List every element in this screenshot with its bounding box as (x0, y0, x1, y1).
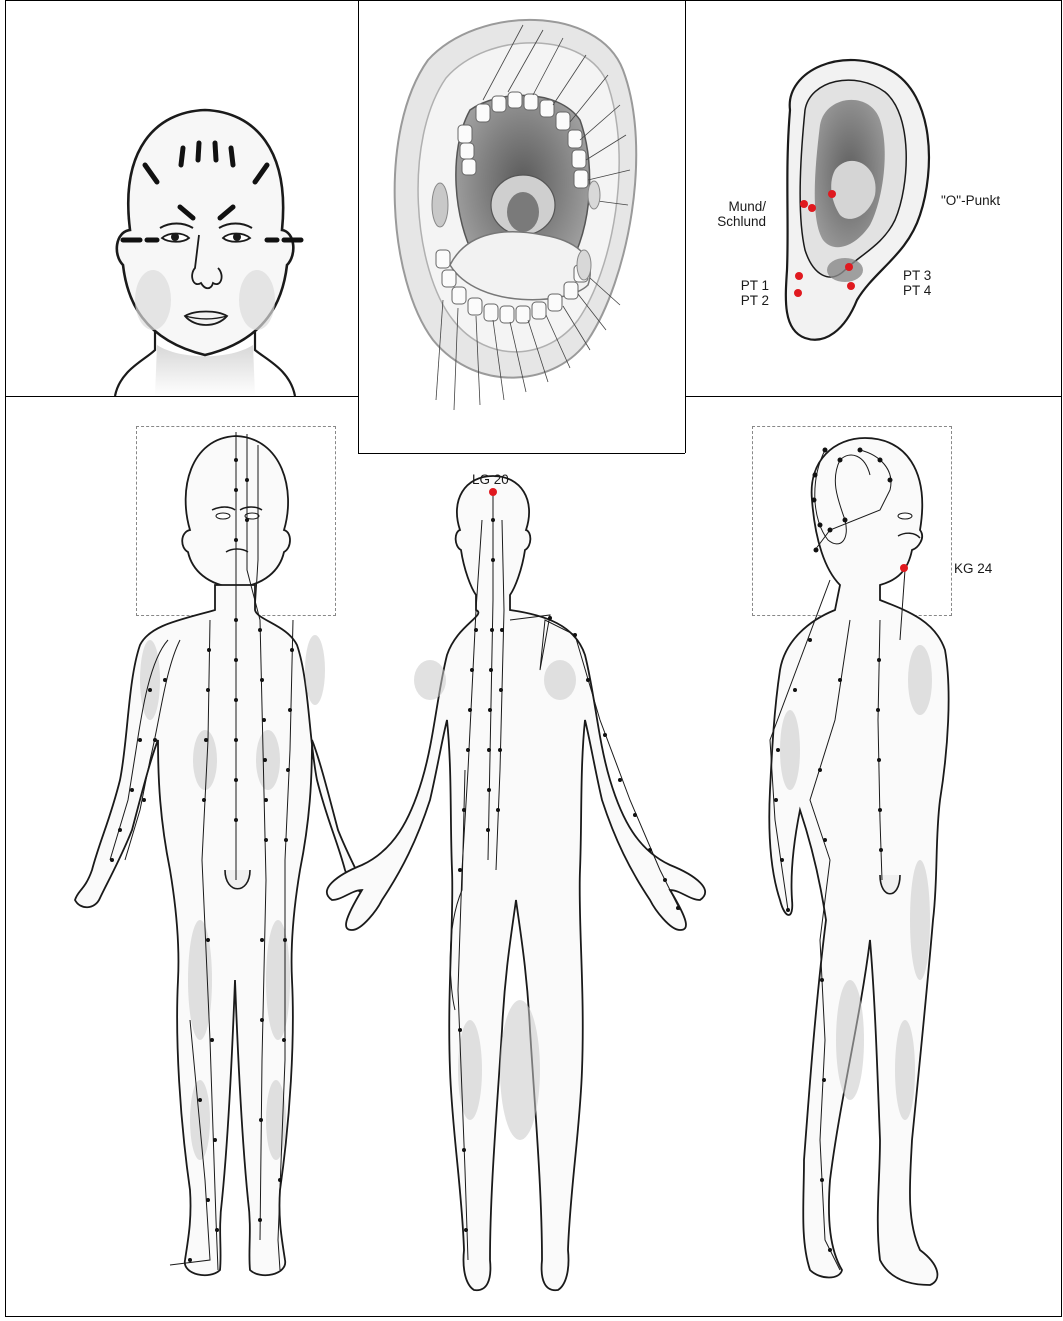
ear-label-pt4: PT 4 (903, 283, 931, 298)
ear-label-pt1: PT 1 (741, 278, 769, 293)
ear-label-throat: Schlund (717, 214, 766, 229)
front-body-panel (40, 420, 370, 1320)
side-body-illustration (730, 420, 1062, 1320)
divider-mouth-bottom (358, 453, 685, 454)
side-body-panel: KG 24 (730, 420, 1062, 1320)
face-panel (5, 0, 358, 396)
ear-illustration (685, 0, 1062, 396)
front-body-illustration (40, 420, 370, 1320)
back-body-panel: LG 20 (370, 470, 720, 1320)
lg20-point (489, 488, 497, 496)
divider-right (685, 396, 1062, 397)
ear-label-pt3: PT 3 (903, 268, 931, 283)
back-body-illustration (370, 470, 720, 1320)
ear-panel: Mund/ Schlund "O"-Punkt PT 1 PT 2 PT 3 P… (685, 0, 1062, 396)
side-label-kg24: KG 24 (954, 561, 992, 576)
ear-label-o-point: "O"-Punkt (941, 193, 1000, 208)
divider-left (5, 396, 358, 397)
ear-label-mouth: Mund/ (728, 199, 766, 214)
mouth-panel (358, 0, 685, 453)
mouth-illustration (358, 0, 685, 453)
ear-label-pt2: PT 2 (741, 293, 769, 308)
face-illustration (5, 0, 358, 396)
back-label-lg20: LG 20 (472, 472, 509, 487)
kg24-point (900, 564, 908, 572)
